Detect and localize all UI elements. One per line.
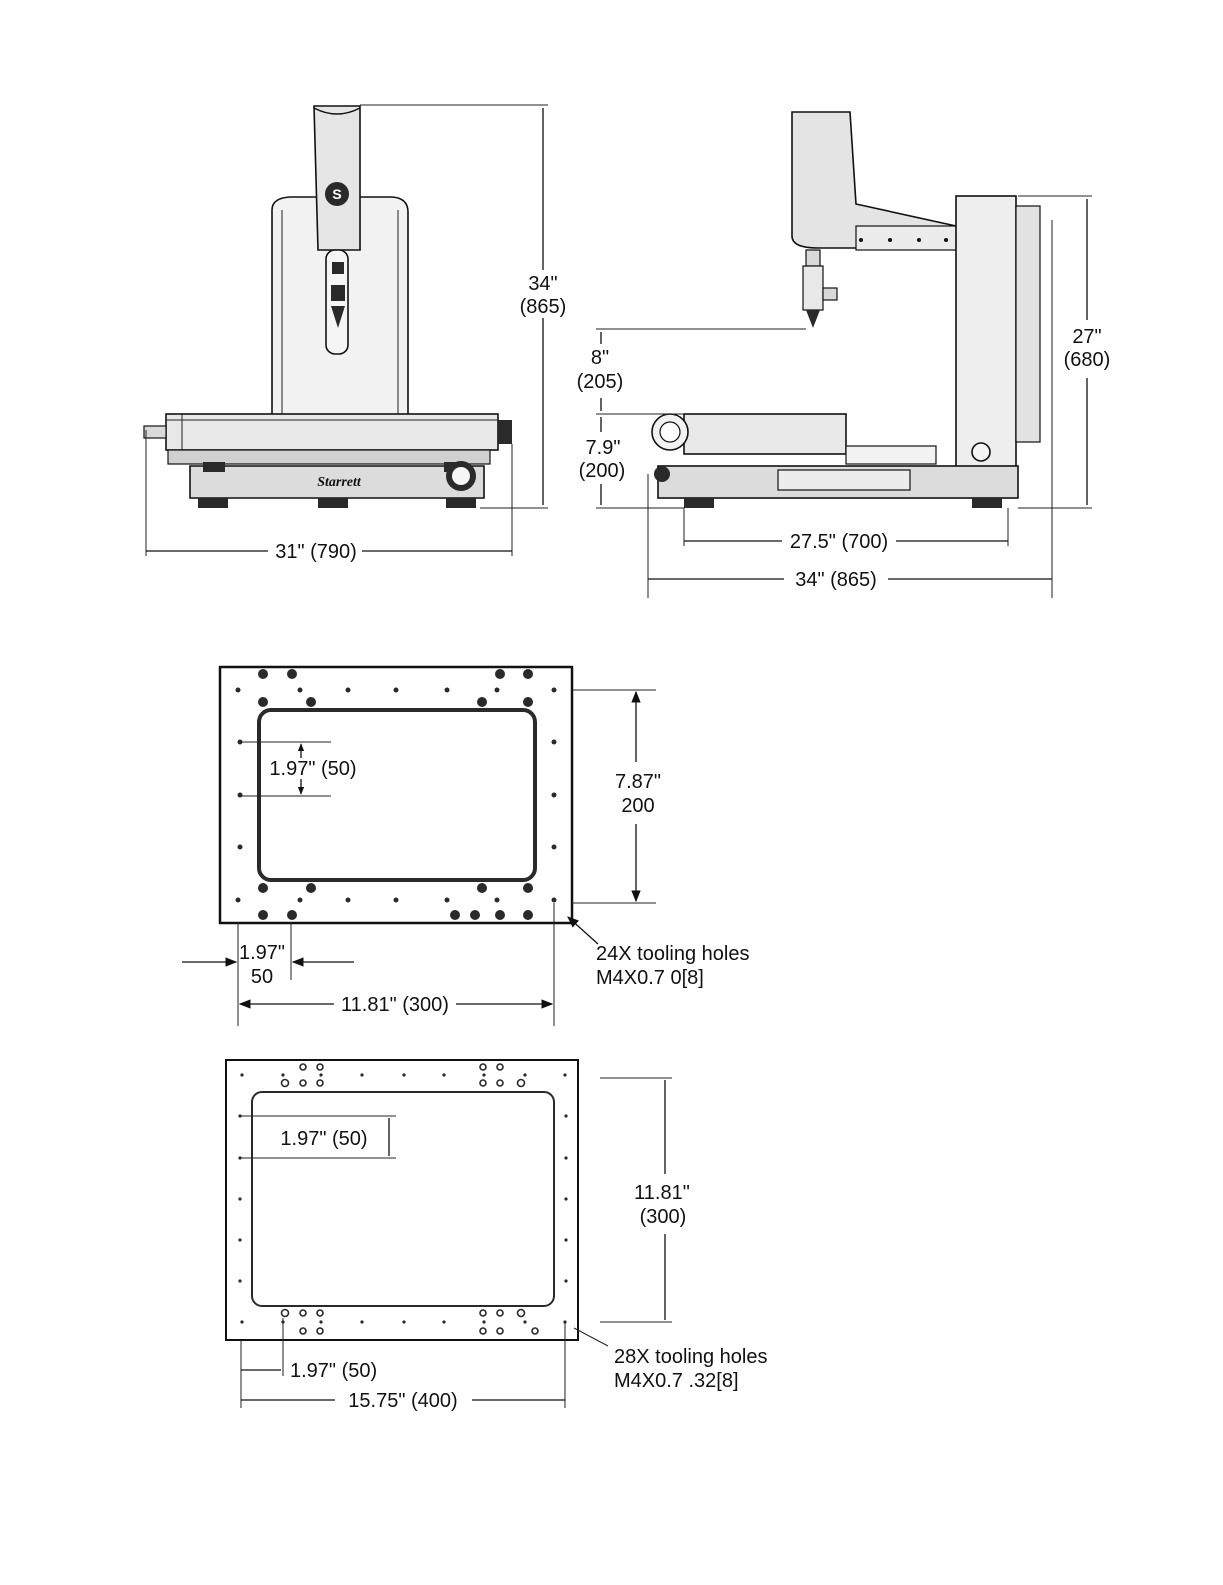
small-plate-pitch-h-mm: 50	[251, 966, 273, 988]
brand-label: Starrett	[317, 475, 362, 490]
side-table	[684, 414, 846, 454]
side-clearance-in: 8"	[591, 347, 609, 369]
large-plate-travel-mm: (300)	[640, 1206, 687, 1228]
side-frame-mm: (680)	[1064, 349, 1111, 371]
side-frame-in: 27"	[1072, 326, 1101, 348]
small-plate-pitch-h-in: 1.97"	[239, 942, 285, 964]
small-plate: 1.97" (50) 7.87" 200 24X tooling holes M…	[182, 667, 749, 1026]
svg-text:S: S	[332, 186, 341, 202]
large-plate: 1.97" (50) 11.81" (300) 28X tooling hole…	[226, 1060, 767, 1412]
large-plate-pitch-h: 1.97" (50)	[290, 1360, 377, 1382]
front-height-in: 34"	[528, 273, 557, 295]
front-view: S Starrett 34" (865) 31" (7	[144, 105, 566, 563]
small-plate-travel-mm: 200	[621, 795, 654, 817]
side-column	[956, 196, 1016, 468]
side-table-in: 7.9"	[586, 437, 621, 459]
side-view: 8" (205) 7.9" (200) 27" (680) 27.5" (700…	[577, 112, 1111, 598]
large-plate-pitch-v: 1.97" (50)	[280, 1128, 367, 1150]
front-width-label: 31" (790)	[275, 541, 357, 563]
small-plate-width: 11.81" (300)	[341, 994, 449, 1016]
small-plate-holes-line1: 24X tooling holes	[596, 943, 749, 965]
front-height-mm: (865)	[520, 296, 567, 318]
large-plate-travel-in: 11.81"	[634, 1182, 690, 1204]
side-table-mm: (200)	[579, 460, 626, 482]
large-plate-holes-line2: M4X0.7 .32[8]	[614, 1370, 739, 1392]
small-plate-pitch-v: 1.97" (50)	[269, 758, 356, 780]
side-clearance-mm: (205)	[577, 371, 624, 393]
large-plate-window	[252, 1092, 554, 1306]
small-plate-holes-line2: M4X0.7 0[8]	[596, 967, 704, 989]
side-overall-depth: 34" (865)	[795, 569, 877, 591]
large-plate-holes-line1: 28X tooling holes	[614, 1346, 767, 1368]
front-table	[166, 414, 498, 450]
camera-head	[314, 106, 360, 250]
large-plate-width: 15.75" (400)	[348, 1390, 457, 1412]
small-plate-travel-in: 7.87"	[615, 771, 661, 793]
side-base-depth: 27.5" (700)	[790, 531, 888, 553]
small-plate-window	[259, 710, 535, 880]
